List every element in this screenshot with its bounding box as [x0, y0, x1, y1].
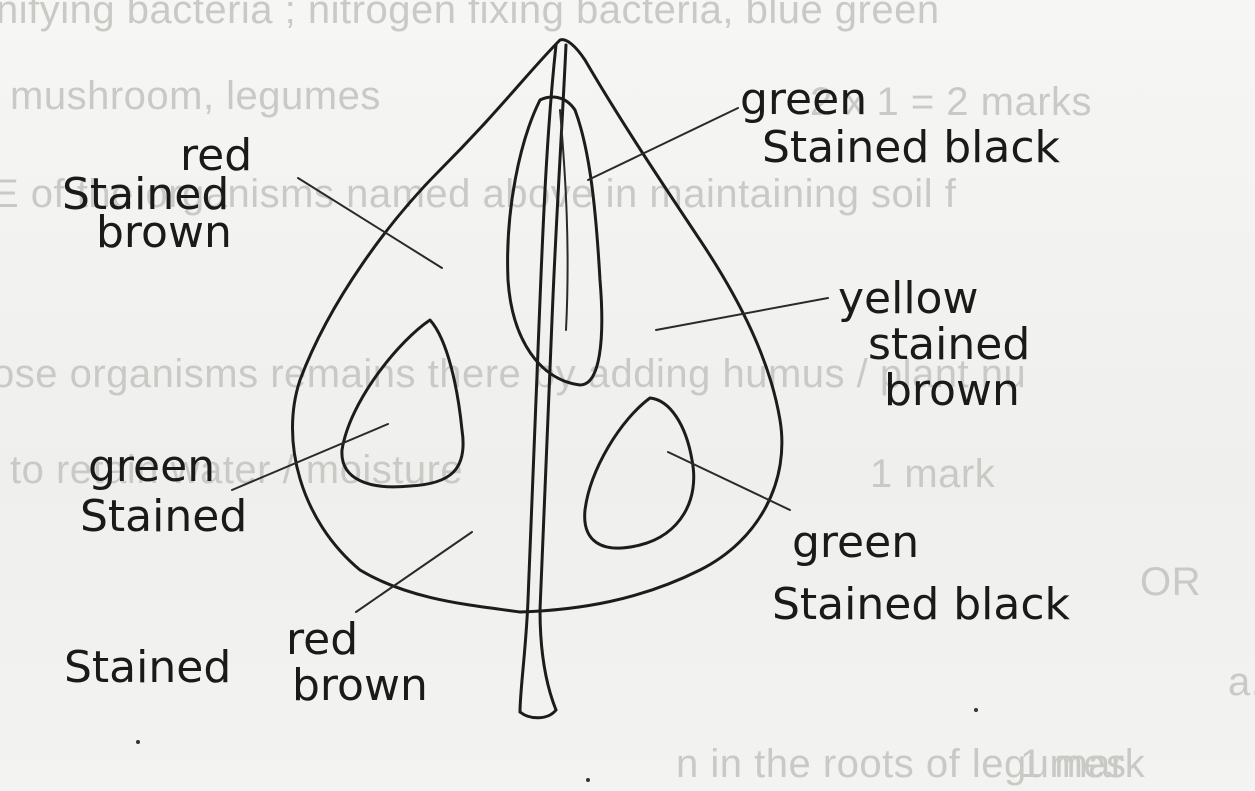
- label-bottom-left-stained: Stained: [64, 648, 231, 688]
- label-mid-left: green Stained: [80, 442, 247, 542]
- left-section-outline: [342, 320, 463, 487]
- leaf-outline: [293, 40, 782, 612]
- speck-1: [136, 740, 140, 744]
- pointer-top-right: [588, 108, 738, 180]
- label-mid-right-line-2: stained: [838, 322, 1030, 368]
- label-mid-left-line-1: green: [80, 442, 247, 492]
- label-bottom-left-red: red: [286, 620, 358, 660]
- pointer-bottom-right: [668, 452, 790, 510]
- right-section-outline: [585, 398, 694, 548]
- pointer-bottom-left: [356, 532, 472, 612]
- label-bottom-right-line-1: green: [772, 512, 1070, 574]
- label-bottom-left-brown: brown: [292, 666, 428, 706]
- label-bottom-right: green Stained black: [772, 512, 1070, 636]
- pointer-mid-left: [232, 424, 388, 490]
- speck-3: [586, 778, 590, 782]
- label-top-right-line-2: Stained black: [740, 124, 1060, 172]
- label-mid-right-line-3: brown: [838, 368, 1030, 414]
- label-top-left-cont: Stained brown: [62, 176, 232, 252]
- speck-2: [974, 708, 978, 712]
- label-mid-left-line-2: Stained: [80, 492, 247, 542]
- petiole-end: [520, 710, 556, 718]
- label-top-right: green Stained black: [740, 76, 1060, 172]
- pointer-mid-right: [656, 298, 828, 330]
- label-mid-right: yellow stained brown: [838, 276, 1030, 414]
- label-bottom-right-line-2: Stained black: [772, 574, 1070, 636]
- label-mid-right-line-1: yellow: [838, 276, 1030, 322]
- label-top-right-line-1: green: [740, 76, 1060, 124]
